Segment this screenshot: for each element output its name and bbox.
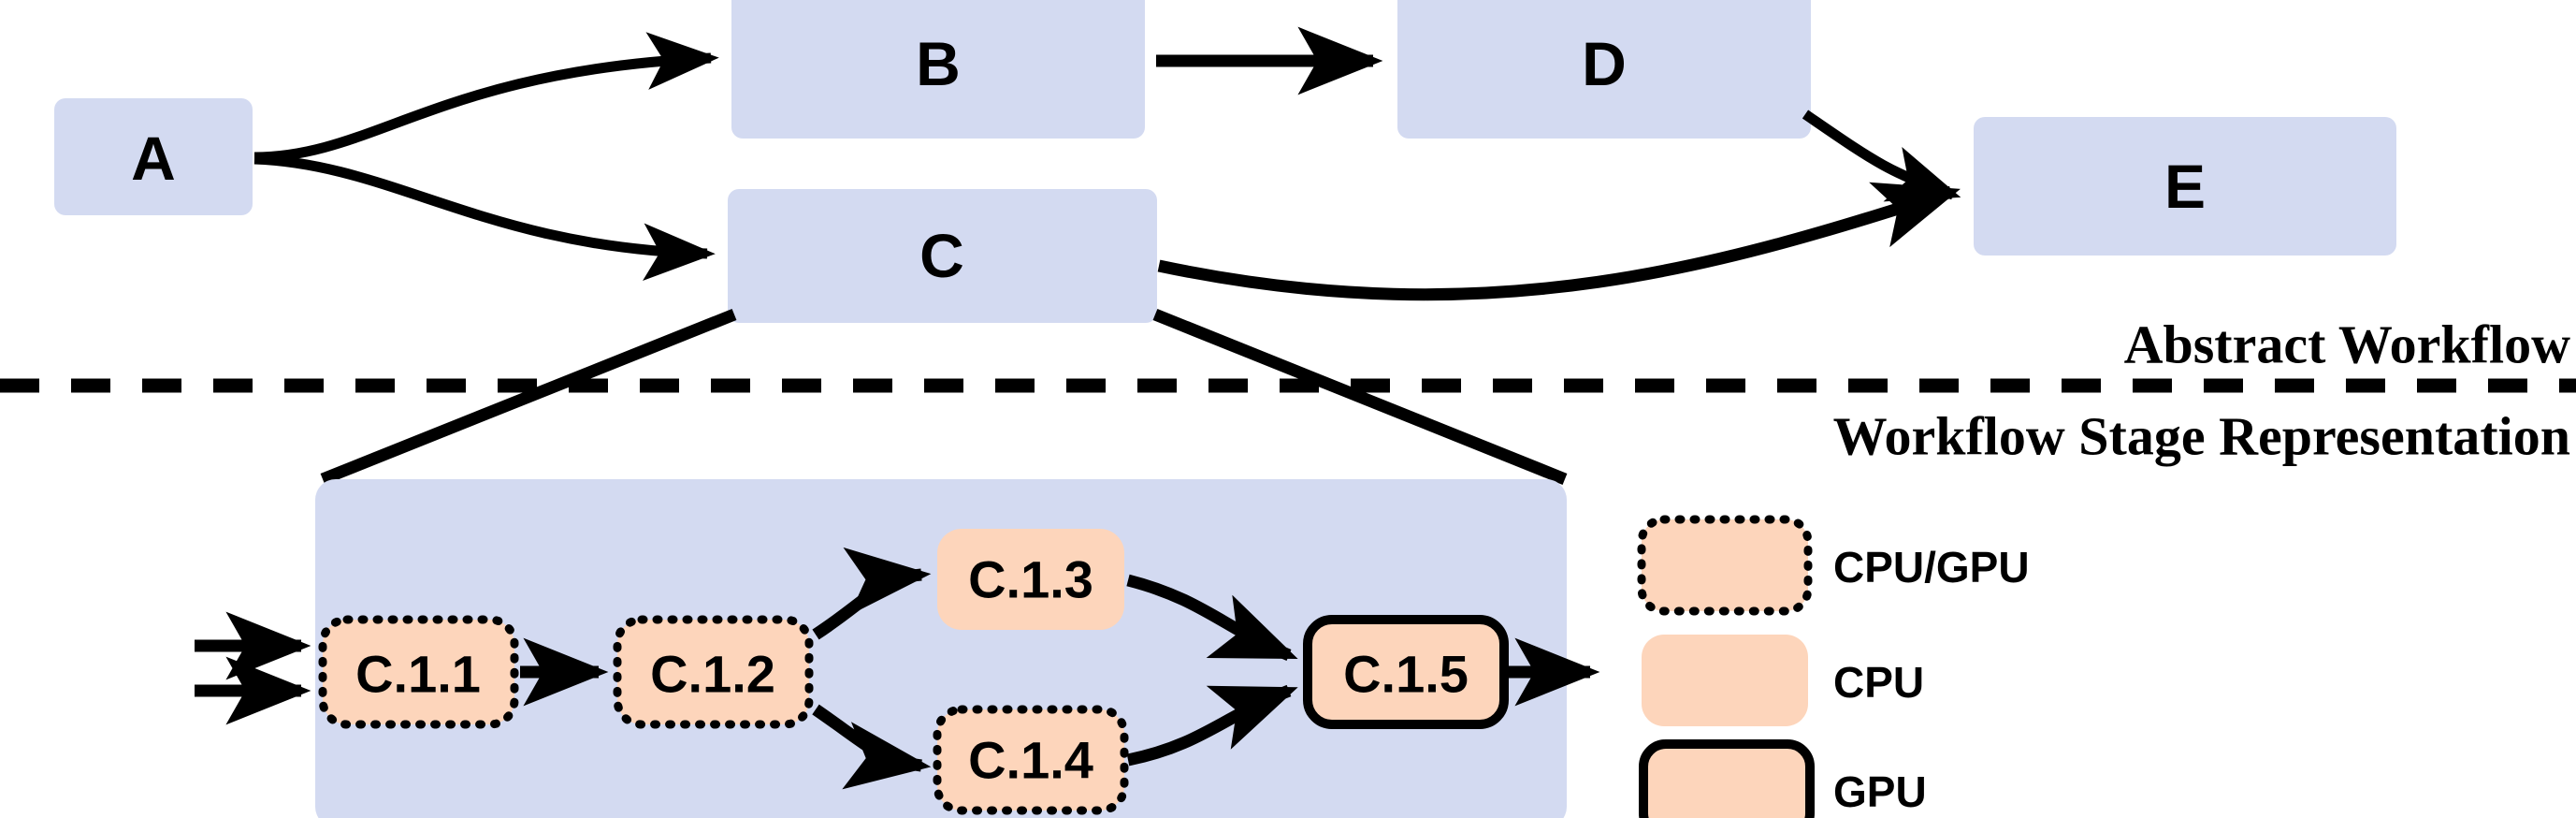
task-c11-label: C.1.1	[355, 645, 481, 704]
node-e-label: E	[2164, 152, 2206, 221]
edge-c13-to-c15	[1126, 574, 1298, 662]
edge-d-to-e	[1802, 110, 1961, 202]
node-e[interactable]: E	[1974, 117, 2396, 256]
task-c14[interactable]: C.1.4	[933, 705, 1129, 815]
expansion-line-right	[1152, 308, 1568, 486]
stage-input-arrows	[195, 611, 311, 725]
legend-label-gpu: GPU	[1833, 767, 1927, 816]
node-b-label: B	[916, 29, 961, 98]
task-c15-label: C.1.5	[1343, 645, 1469, 704]
node-d[interactable]: D	[1397, 0, 1811, 139]
task-c12-label: C.1.2	[650, 645, 775, 704]
abstract-workflow-label: Abstract Workflow	[2124, 314, 2571, 375]
legend-item-cpu[interactable]: CPU	[1642, 635, 1924, 726]
expansion-line-left	[320, 308, 737, 486]
node-a[interactable]: A	[54, 98, 253, 215]
stage-tasks-group: C.1.1 C.1.2 C.1.3 C.1.4 C.1.5	[318, 529, 1509, 815]
task-c13-label: C.1.3	[968, 550, 1093, 609]
task-c11[interactable]: C.1.1	[318, 615, 519, 729]
node-b[interactable]: B	[731, 0, 1145, 139]
task-c14-label: C.1.4	[968, 731, 1093, 790]
edge-c14-to-c15	[1126, 684, 1298, 767]
node-c[interactable]: C	[728, 189, 1157, 323]
legend-label-cpu-gpu: CPU/GPU	[1833, 543, 2030, 592]
legend-swatch-cpu-gpu	[1637, 515, 1813, 616]
node-a-label: A	[131, 124, 176, 193]
node-c-label: C	[919, 221, 964, 290]
legend-swatch-gpu	[1639, 739, 1815, 818]
task-c13[interactable]: C.1.3	[937, 529, 1124, 630]
edge-a-to-c	[253, 153, 716, 282]
legend: CPU/GPU CPU GPU	[1637, 515, 2030, 818]
expansion-lines-group	[320, 308, 1568, 486]
legend-swatch-cpu	[1642, 635, 1808, 726]
node-d-label: D	[1582, 29, 1627, 98]
abstract-workflow-group: A B C D E	[54, 0, 2396, 323]
edge-c12-to-c14	[812, 704, 932, 790]
edge-c-to-e	[1157, 182, 1961, 301]
task-c15[interactable]: C.1.5	[1303, 615, 1509, 729]
legend-item-cpu-gpu[interactable]: CPU/GPU	[1637, 515, 2030, 616]
workflow-stage-representation-label: Workflow Stage Representation	[1833, 406, 2570, 467]
task-c12[interactable]: C.1.2	[613, 615, 814, 729]
edge-a-to-b	[253, 32, 719, 163]
edge-c12-to-c13	[812, 547, 932, 640]
legend-label-cpu: CPU	[1833, 658, 1924, 707]
stage-edges-group	[520, 547, 1600, 790]
legend-item-gpu[interactable]: GPU	[1639, 739, 1927, 818]
